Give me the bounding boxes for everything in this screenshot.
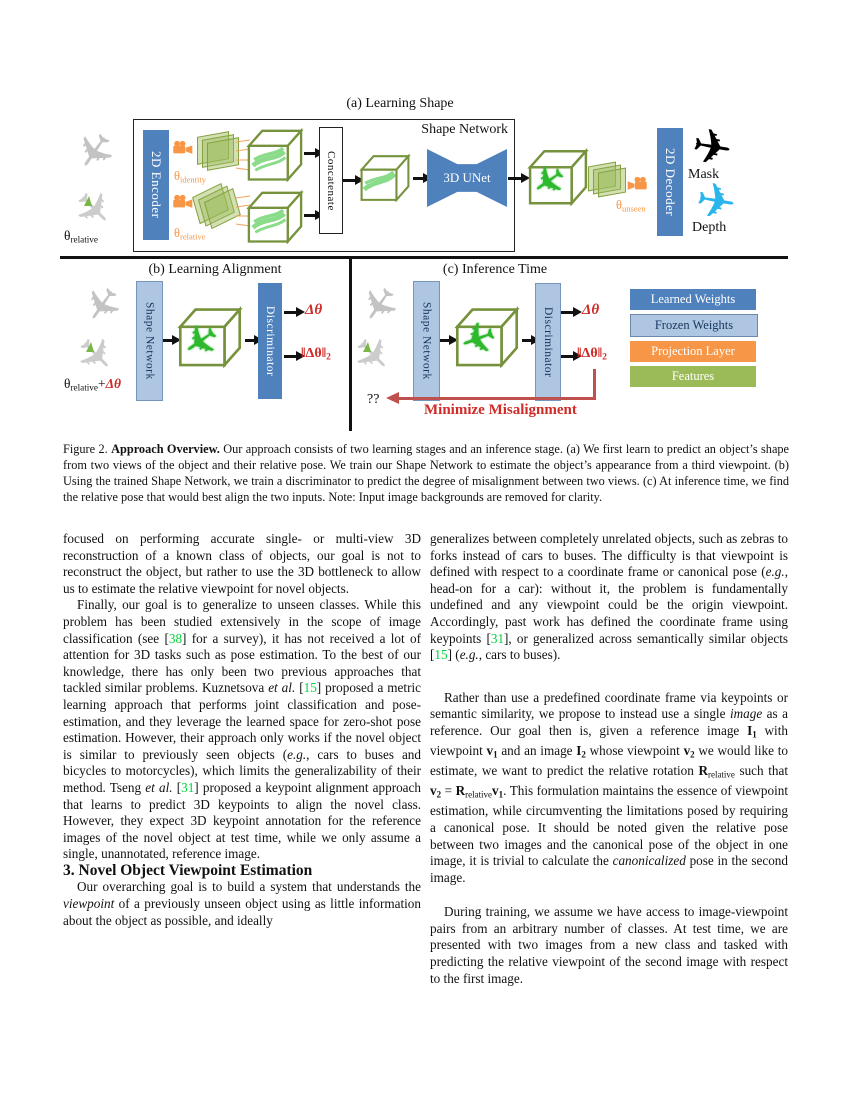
figure-divider-vertical [349, 259, 352, 431]
citation-link[interactable]: 38 [168, 630, 183, 646]
paragraph: Our overarching goal is to build a syste… [63, 879, 421, 928]
legend-projection-layer: Projection Layer [630, 341, 756, 362]
encoder-label: 2D Encoder [149, 151, 164, 219]
panel-c-title: (c) Inference Time [442, 262, 548, 277]
delta-theta-norm-label: ‖Δθ‖2 [577, 346, 607, 363]
minimize-misalignment-label: Minimize Misalignment [424, 402, 577, 418]
arrow [561, 351, 582, 360]
figure-divider-horizontal [60, 256, 788, 259]
feature-planes [197, 131, 239, 171]
encoder-bar: 2D Encoder [143, 130, 169, 240]
projection-rays [236, 139, 250, 171]
theta-relative-label: θrelative [174, 226, 206, 242]
left-column: focused on performing accurate single- o… [63, 531, 421, 929]
citation-link[interactable]: 15 [303, 680, 317, 696]
feature-cube-3 [359, 152, 411, 202]
concatenate-box: Concatenate [319, 127, 343, 234]
theta-identity-label: θidentity [174, 169, 206, 185]
discriminator-bar: Discriminator [258, 283, 282, 399]
delta-theta-label: Δθ [305, 302, 323, 318]
input-theta-delta-label: θrelative+Δθ [64, 376, 122, 393]
arrow [284, 351, 305, 360]
unknown-pose-label: ?? [367, 392, 380, 407]
citation-link[interactable]: 31 [181, 779, 195, 795]
shape-network-label: Shape Network [143, 302, 156, 380]
shape-network-box [133, 119, 515, 252]
citation-link[interactable]: 15 [434, 647, 448, 663]
output-cube: ✈ [523, 146, 589, 210]
figure-legend: Learned Weights Frozen Weights Projectio… [630, 289, 758, 391]
theta-unseen-label: θunseen [616, 198, 646, 214]
projection-rays [236, 195, 250, 227]
feedback-arrowhead-icon [386, 392, 399, 404]
aligned-cube: ✈ [173, 304, 243, 373]
delta-theta-label: Δθ [582, 302, 600, 318]
paragraph: generalizes between completely unrelated… [430, 531, 788, 663]
paragraph: focused on performing accurate single- o… [63, 531, 421, 596]
paragraph: Finally, our goal is to generalize to un… [63, 597, 421, 862]
concatenate-label: Concatenate [325, 150, 337, 211]
camera-icon [627, 176, 647, 190]
panel-a-title: (a) Learning Shape [346, 96, 454, 111]
arrow [561, 307, 582, 316]
discriminator-bar: Discriminator [535, 283, 561, 401]
panel-b-title: (b) Learning Alignment [148, 262, 282, 277]
arrow [304, 210, 324, 219]
unet-label: 3D UNet [443, 170, 491, 185]
shape-network-label: Shape Network [420, 302, 433, 380]
delta-theta-norm-label: ‖Δθ‖2 [301, 346, 331, 363]
section-heading: 3. Novel Object Viewpoint Estimation [63, 861, 313, 879]
feature-cube-1 [246, 126, 304, 182]
discriminator-label: Discriminator [264, 305, 276, 377]
shape-network-bar: Shape Network [413, 281, 440, 401]
shape-network-bar: Shape Network [136, 281, 163, 401]
feature-planes [588, 161, 628, 200]
input-theta-label: θrelative [64, 228, 98, 245]
decoder-bar: 2D Decoder [657, 128, 683, 236]
green-tail-icon [84, 196, 92, 206]
arrow [163, 335, 181, 344]
right-column: generalizes between completely unrelated… [430, 531, 788, 987]
legend-frozen-weights: Frozen Weights [630, 314, 758, 337]
camera-icon [173, 194, 193, 208]
green-tail-icon [86, 342, 94, 352]
mask-label: Mask [688, 167, 720, 182]
legend-learned-weights: Learned Weights [630, 289, 756, 310]
arrow [508, 173, 530, 182]
airplane-input-1-icon: ✈ [61, 119, 131, 185]
camera-icon [173, 140, 193, 154]
figure-caption: Figure 2. Approach Overview. Our approac… [63, 442, 790, 504]
arrow [245, 335, 263, 344]
citation-link[interactable]: 31 [490, 630, 505, 646]
feedback-arrow-vertical [593, 369, 596, 400]
depth-label: Depth [692, 220, 727, 235]
arrow [284, 307, 305, 316]
green-tail-icon [363, 342, 371, 352]
discriminator-label: Discriminator [542, 306, 554, 378]
feedback-arrow-horizontal [398, 397, 596, 400]
arrow [440, 335, 458, 344]
shape-network-label: Shape Network [421, 122, 508, 137]
legend-features: Features [630, 366, 756, 387]
arrow [522, 335, 540, 344]
arrow [304, 148, 324, 157]
paragraph: Rather than use a predefined coordinate … [430, 689, 788, 885]
misaligned-cube: ✈ [453, 304, 520, 370]
decoder-label: 2D Decoder [663, 147, 678, 217]
paragraph: During training, we assume we have acces… [430, 904, 788, 986]
arrow [343, 175, 364, 184]
arrow [413, 173, 432, 182]
feature-cube-2 [246, 188, 304, 244]
